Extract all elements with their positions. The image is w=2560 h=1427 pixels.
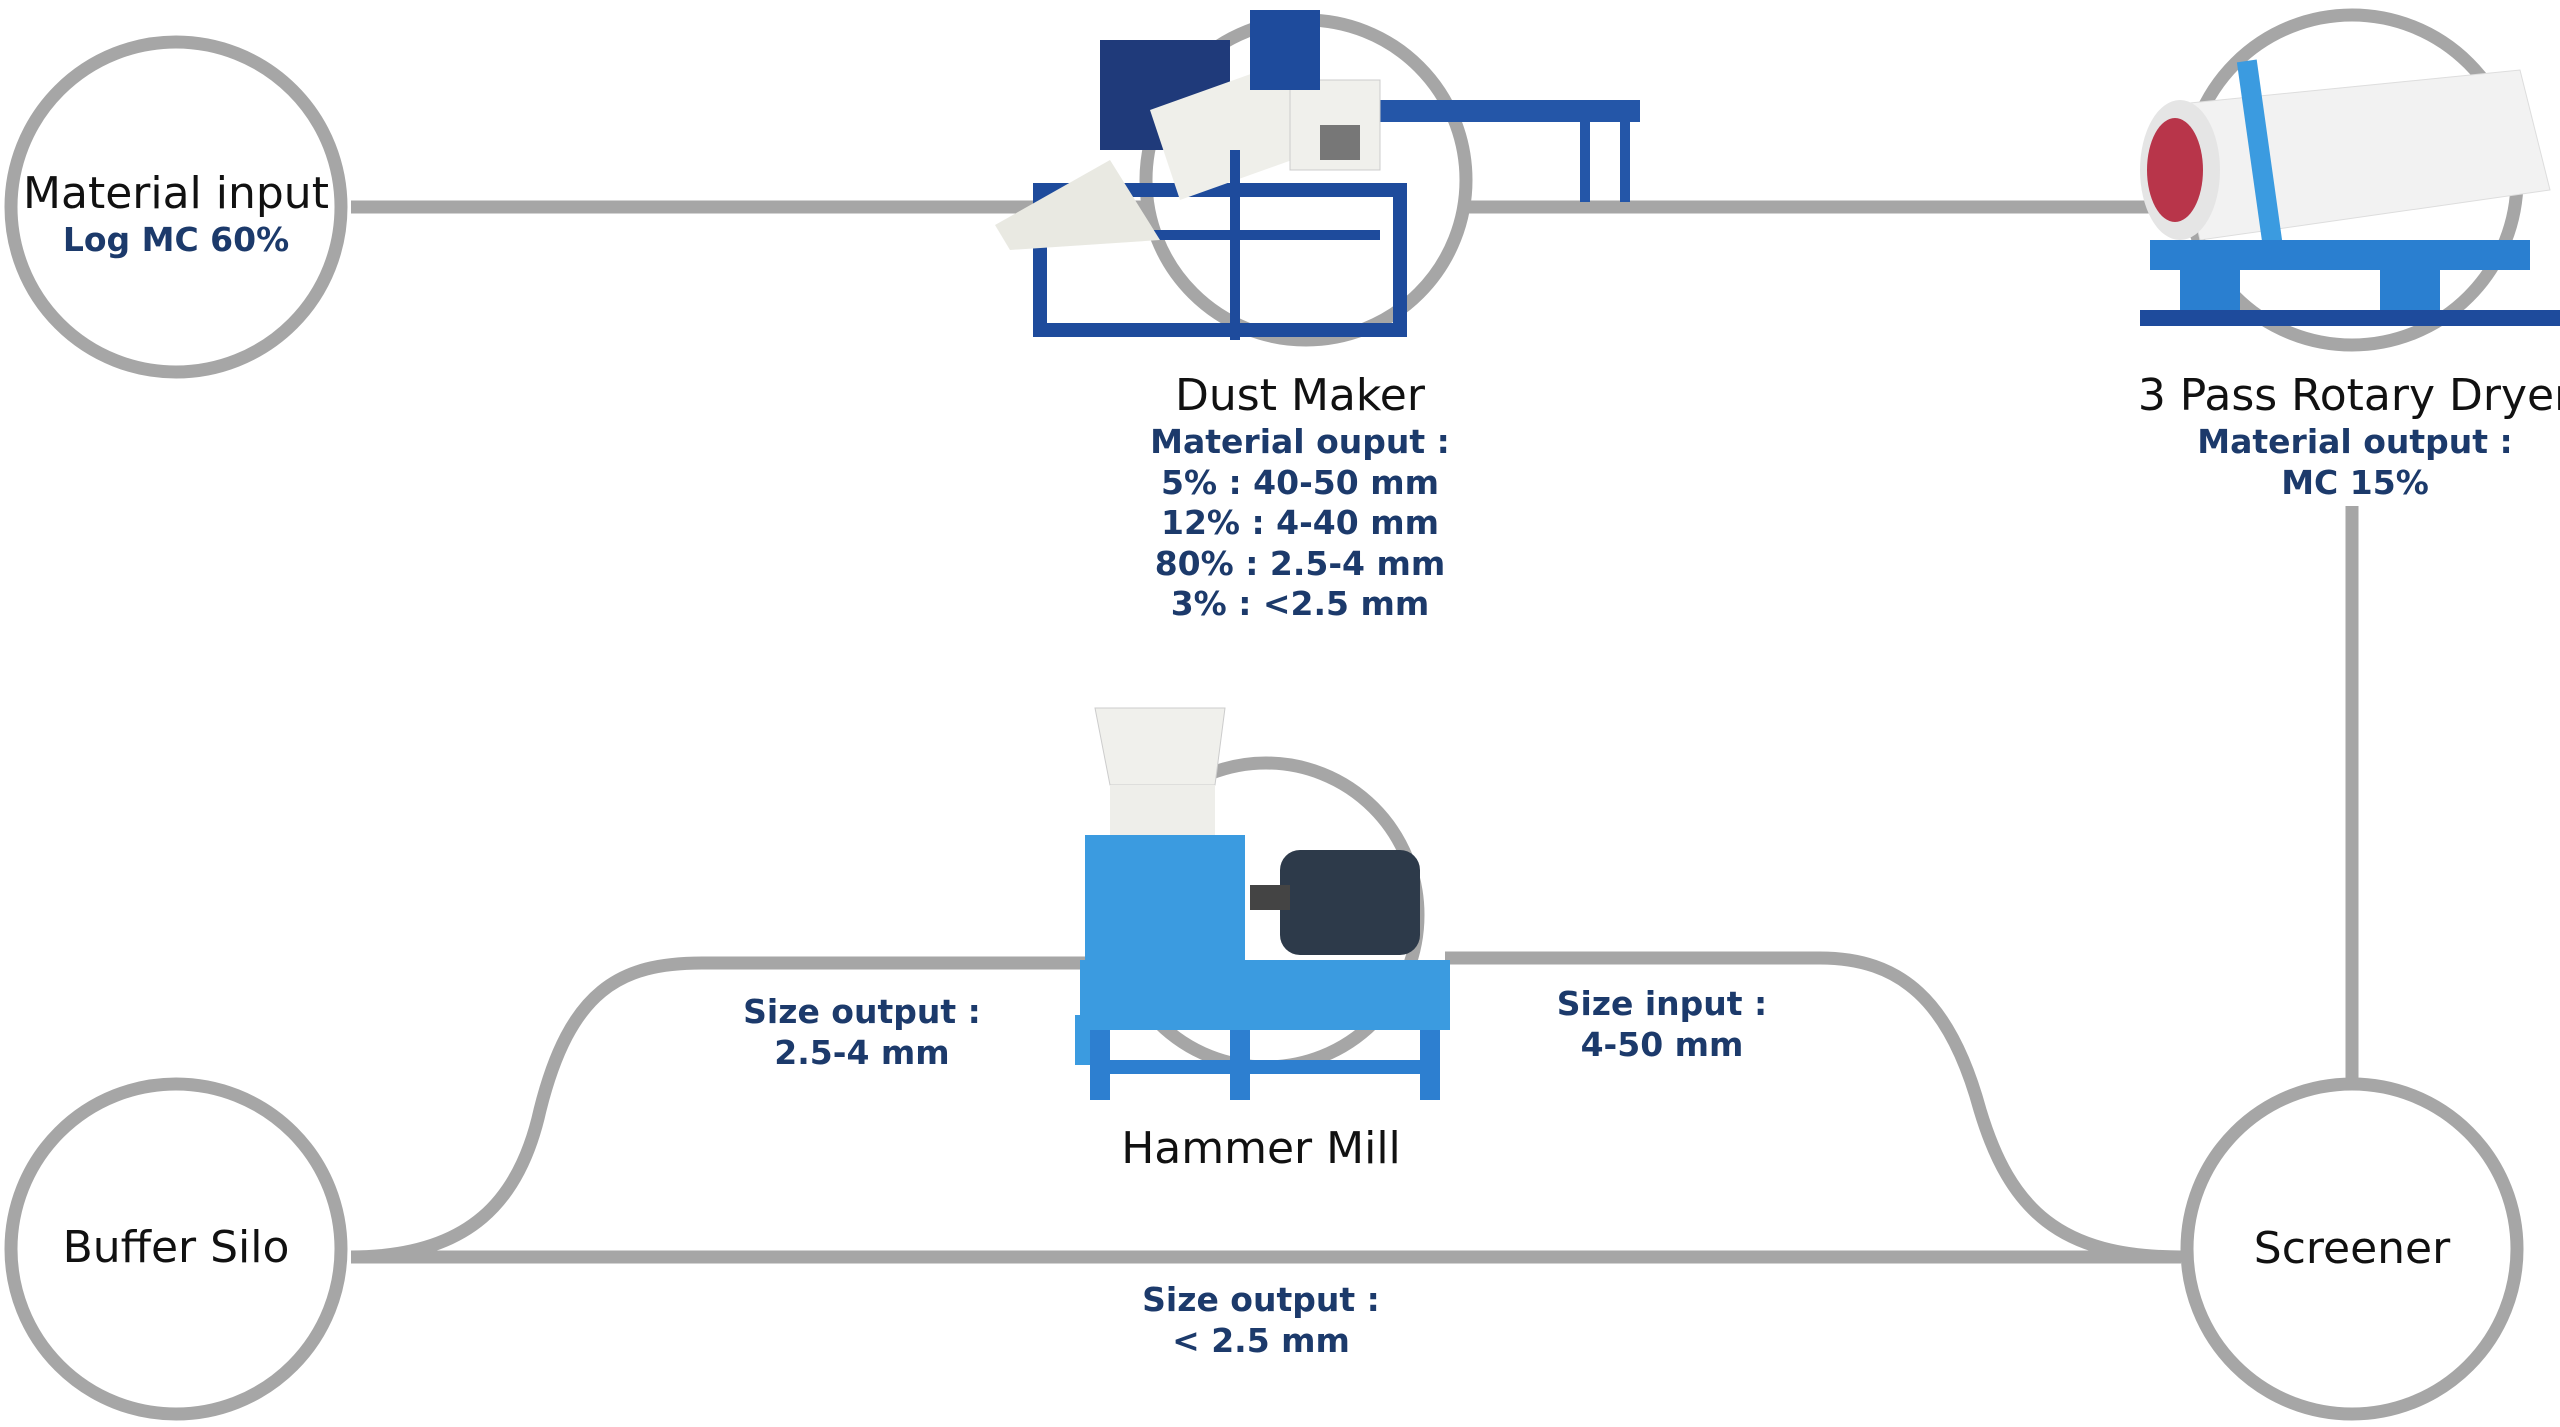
node-circle-screener (2180, 1077, 2524, 1421)
node-detail: 12% : 4-40 mm (1160, 503, 1439, 542)
node-circle-buffer-silo (4, 1077, 348, 1421)
node-detail: 3% : <2.5 mm (1170, 584, 1430, 623)
node-detail: 80% : 2.5-4 mm (1154, 543, 1446, 583)
node-title: Screener (2253, 1223, 2451, 1274)
edge-label-line: < 2.5 mm (1172, 1320, 1350, 1360)
node-circle-material-input (4, 35, 348, 379)
connector-hammer-to-silo (350, 956, 1090, 1264)
node-title: Buffer Silo (62, 1222, 290, 1273)
dust-maker-machine-image (995, 10, 1640, 340)
hammer-mill-machine-image (1075, 707, 1450, 1100)
dust-maker-node: Dust Maker Material ouput : 5% : 40-50 m… (950, 370, 1650, 625)
node-detail: 5% : 40-50 mm (1160, 462, 1439, 502)
node-title: Material input (23, 168, 329, 219)
node-detail: Material ouput : (1150, 422, 1450, 461)
edge-label-line: Size output : (1142, 1280, 1380, 1319)
edge-label-screener-to-silo: Size output : < 2.5 mm (911, 1280, 1611, 1361)
edge-label-line: 4-50 mm (1580, 1024, 1744, 1064)
node-title: 3 Pass Rotary Dryer (2137, 370, 2560, 421)
screener-node: Screener (2002, 1223, 2560, 1275)
edge-label-line: Size input : (1556, 984, 1768, 1023)
edge-label-line: 2.5-4 mm (774, 1032, 950, 1072)
material-input-node: Material input Log MC 60% (0, 168, 526, 261)
rotary-dryer-node: 3 Pass Rotary Dryer Material output : MC… (2005, 370, 2560, 503)
node-detail: Material output : (2197, 422, 2513, 461)
hammer-mill-node: Hammer Mill (911, 1123, 1611, 1175)
node-detail: MC 15% (2281, 462, 2429, 502)
node-title: Dust Maker (1175, 370, 1425, 421)
edge-label-screener-to-hammer: Size input : 4-50 mm (1312, 984, 2012, 1065)
edge-label-hammer-to-silo: Size output : 2.5-4 mm (512, 992, 1212, 1073)
buffer-silo-node: Buffer Silo (0, 1222, 526, 1274)
edge-label-line: Size output : (743, 992, 981, 1031)
rotary-dryer-machine-image (2140, 59, 2560, 326)
connector-screener-to-hammer (1445, 951, 2182, 1264)
node-detail: Log MC 60% (62, 220, 290, 259)
node-title: Hammer Mill (1121, 1123, 1401, 1174)
